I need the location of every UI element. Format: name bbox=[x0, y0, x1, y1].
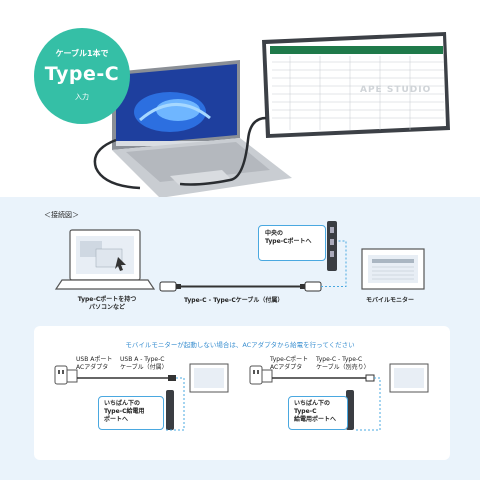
right-port-callout: いちばん下の Type-C 給電用ポートへ bbox=[288, 396, 348, 430]
badge-line3: 入力 bbox=[75, 93, 89, 101]
power-supply-panel bbox=[34, 326, 450, 460]
right-cable-label: Type-C - Type-C ケーブル（別売り） bbox=[316, 356, 370, 372]
diagram-title: ＜接続図＞ bbox=[44, 211, 79, 219]
cable-label: Type-C - Type-Cケーブル（付属） bbox=[184, 297, 284, 304]
left-cable-line1: USB A - Type-C bbox=[120, 356, 165, 363]
left-port-callout: いちばん下の Type-C給電用 ポートへ bbox=[98, 396, 164, 430]
power-note: モバイルモニターが起動しない場合は、ACアダプタから給電を行ってください bbox=[125, 341, 355, 349]
pc-label-line1: Type-Cポートを持つ bbox=[77, 296, 137, 303]
left-adapter-line1: USB Aポート bbox=[76, 356, 113, 363]
center-port-callout: 中央の Type-Cポートへ bbox=[258, 225, 326, 261]
badge-line2: Type-C bbox=[44, 63, 120, 85]
right-callout-line1: いちばん下の bbox=[294, 400, 331, 407]
pc-icon bbox=[54, 229, 156, 290]
left-callout-line3: ポートへ bbox=[104, 416, 129, 423]
diagram-illustration bbox=[54, 221, 425, 292]
monitor-icon bbox=[361, 248, 425, 290]
right-adapter-line2: ACアダプタ bbox=[270, 364, 303, 371]
callout-line2: Type-Cポートへ bbox=[265, 238, 312, 245]
right-cable-line1: Type-C - Type-C bbox=[316, 356, 363, 363]
monitor-label: モバイルモニター bbox=[366, 297, 415, 304]
badge-line1: ケーブル1本で bbox=[55, 49, 109, 58]
left-adapter-line2: ACアダプタ bbox=[76, 364, 109, 371]
power-illustrations bbox=[54, 363, 429, 431]
right-cable-line2: ケーブル（別売り） bbox=[316, 364, 370, 371]
left-cable-line2: ケーブル（付属） bbox=[120, 364, 168, 371]
right-adapter-line1: Type-Cポート bbox=[270, 356, 309, 363]
right-callout-line2: Type-C bbox=[294, 408, 317, 415]
pc-label: Type-Cポートを持つ パソコンなど bbox=[62, 296, 152, 312]
callout-line1: 中央の bbox=[265, 230, 284, 237]
product-photo bbox=[93, 32, 450, 197]
left-callout-line1: いちばん下の bbox=[104, 400, 141, 407]
watermark: APE STUDIO bbox=[360, 85, 432, 95]
left-adapter-label: USB Aポート ACアダプタ bbox=[76, 356, 112, 372]
right-adapter-label: Type-Cポート ACアダプタ bbox=[270, 356, 308, 372]
right-callout-line3: 給電用ポートへ bbox=[294, 416, 337, 423]
left-cable-label: USB A - Type-C ケーブル（付属） bbox=[120, 356, 168, 372]
monitor-illustration bbox=[262, 32, 450, 138]
type-c-badge: ケーブル1本で Type-C 入力 bbox=[34, 28, 130, 124]
pc-label-line2: パソコンなど bbox=[88, 304, 125, 311]
left-callout-line2: Type-C給電用 bbox=[104, 408, 145, 415]
